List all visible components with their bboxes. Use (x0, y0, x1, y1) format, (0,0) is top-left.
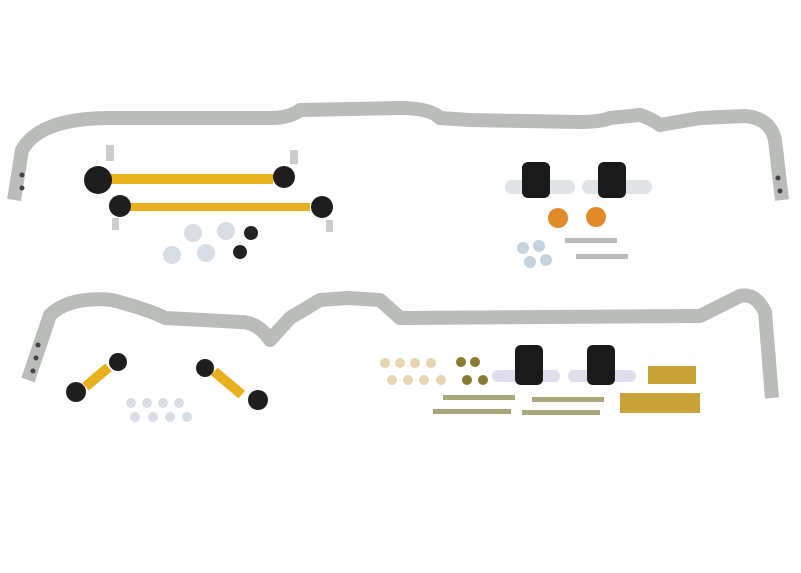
rear-hardware (380, 357, 604, 415)
rear-bushing-brackets (492, 345, 636, 385)
rear-sway-bar (21, 288, 779, 399)
front-bushing-brackets (505, 162, 652, 268)
front-washers (163, 222, 258, 264)
spacer-blocks (620, 366, 700, 413)
front-link-long (84, 145, 298, 194)
rear-washers (126, 398, 192, 422)
rear-links (66, 353, 268, 410)
front-sway-bar (7, 101, 789, 202)
front-link-short (109, 195, 333, 232)
